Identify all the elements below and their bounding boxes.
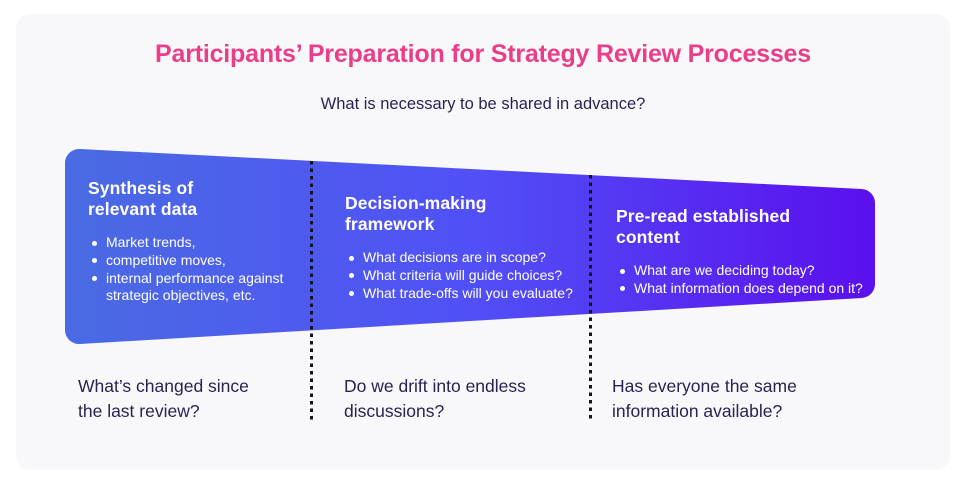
- bottom-question-3: Has everyone the same information availa…: [612, 376, 797, 421]
- bullet-item: Market trends,: [92, 234, 293, 252]
- column-decision-framework: Decision-making framework What decisions…: [345, 193, 577, 302]
- diagram-subtitle: What is necessary to be shared in advanc…: [320, 95, 646, 113]
- bottom-question-1: What’s changed since the last review?: [78, 376, 249, 421]
- column-heading: Decision-making framework: [345, 193, 487, 234]
- column-synthesis: Synthesis of relevant data Market trends…: [88, 178, 293, 305]
- dotted-divider-2: [589, 175, 592, 422]
- diagram-title: Participants’ Preparation for Strategy R…: [155, 40, 811, 68]
- column-heading: Synthesis of relevant data: [88, 178, 198, 219]
- bullet-item: What decisions are in scope?: [349, 249, 577, 267]
- dotted-divider-1: [310, 161, 313, 422]
- bullet-item: What criteria will guide choices?: [349, 267, 577, 285]
- bullet-item: What are we deciding today?: [620, 262, 871, 280]
- bullet-list: Market trends,competitive moves,internal…: [88, 234, 293, 305]
- bullet-item: What information does depend on it?: [620, 280, 871, 298]
- bullet-item: competitive moves,: [92, 252, 293, 270]
- bullet-list: What are we deciding today?What informat…: [616, 262, 871, 298]
- bottom-question-2: Do we drift into endless discussions?: [344, 376, 526, 421]
- column-heading: Pre-read established content: [616, 206, 791, 247]
- funnel-path: [65, 149, 875, 344]
- bullet-item: What trade-offs will you evaluate?: [349, 285, 577, 303]
- bullet-item: internal performance against strategic o…: [92, 270, 293, 306]
- bullet-list: What decisions are in scope?What criteri…: [345, 249, 577, 302]
- column-preread-content: Pre-read established content What are we…: [616, 206, 871, 298]
